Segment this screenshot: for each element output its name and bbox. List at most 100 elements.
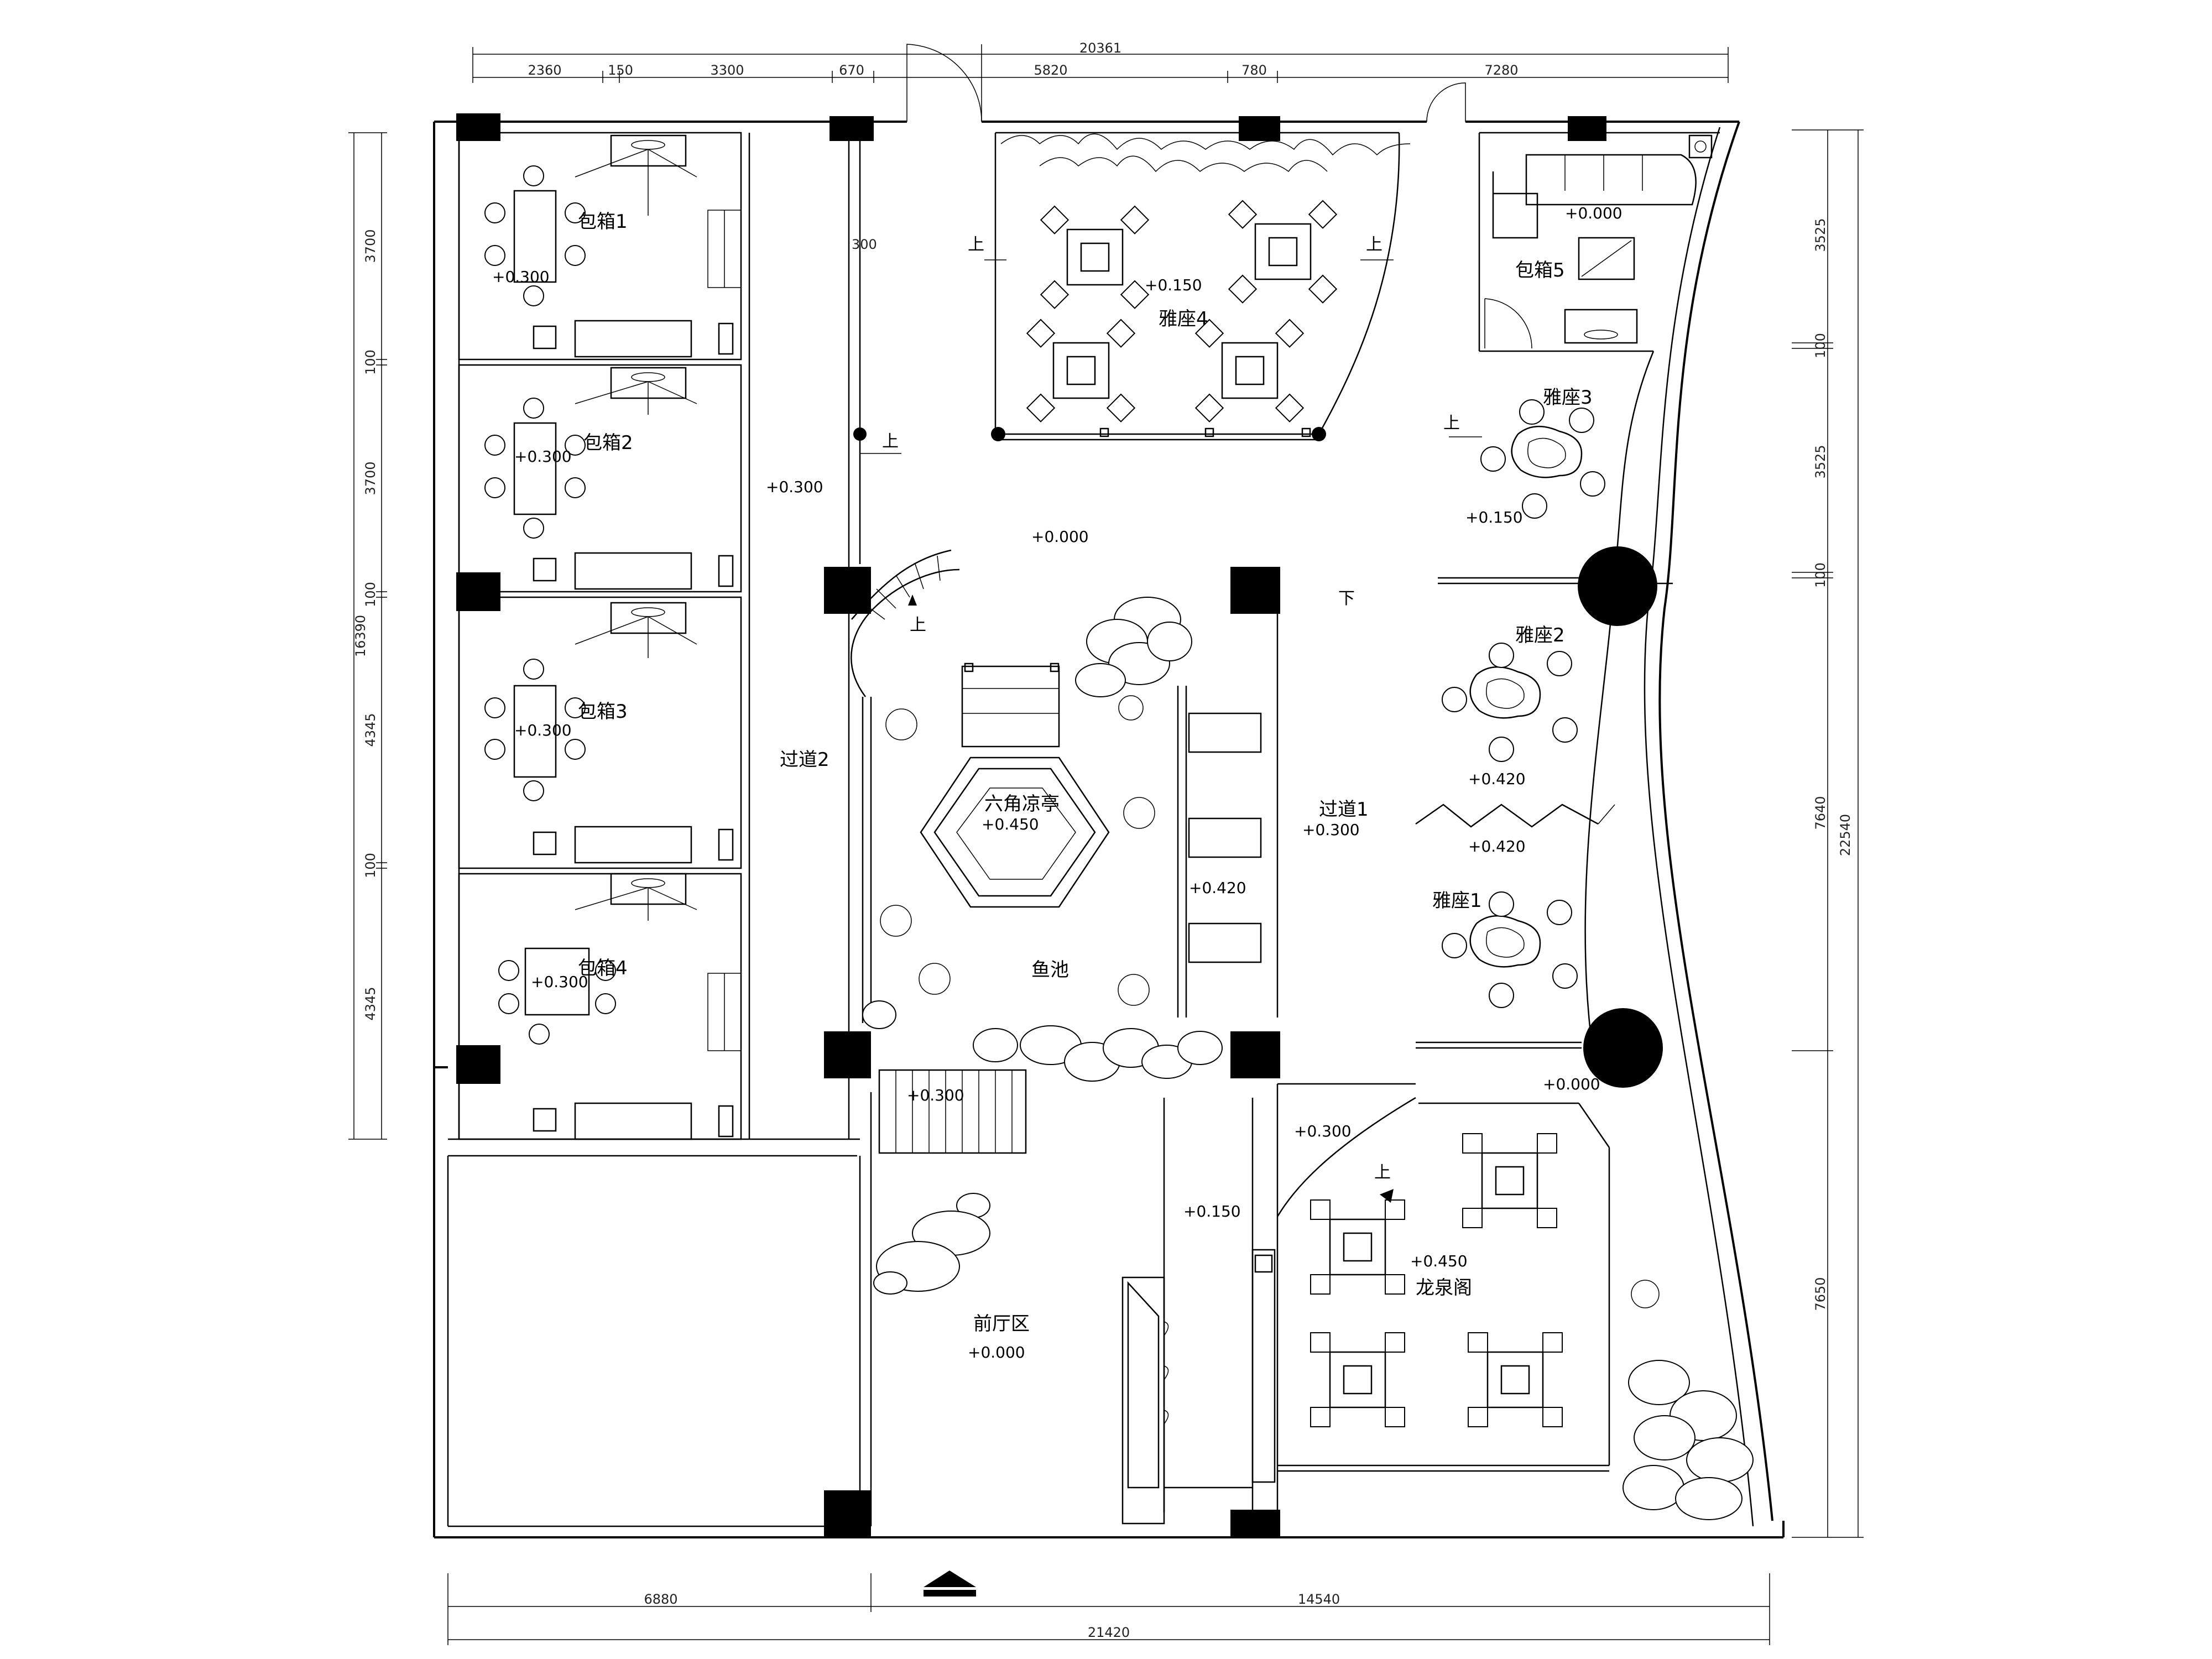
- level-seat2-b: +0.420: [1468, 837, 1526, 855]
- label-seat3: 雅座3: [1543, 387, 1593, 409]
- dim-small-300: 300: [852, 237, 877, 252]
- seat4-table-4: [1194, 319, 1305, 422]
- room-labels: 包箱1 包箱2 包箱3 包箱4 包箱5 雅座4 雅座3 雅座2 雅座1 六角凉亭…: [578, 211, 1593, 1335]
- dim-top-1: 2360: [528, 62, 561, 78]
- level-corridor2: +0.300: [766, 478, 823, 496]
- label-longquan: 龙泉阁: [1416, 1277, 1472, 1299]
- level-box3: +0.300: [514, 721, 572, 739]
- pond-area: [851, 549, 1279, 1082]
- dim-top-5: 5820: [1034, 62, 1067, 78]
- level-box2: +0.300: [514, 447, 572, 466]
- label-box5: 包箱5: [1515, 259, 1565, 281]
- longquan-table-3: [1310, 1332, 1405, 1427]
- dim-right-3: 3525: [1813, 445, 1828, 478]
- dim-left-5: 4345: [363, 713, 378, 747]
- seat1-table: [1442, 891, 1578, 1008]
- dim-right-2: 100: [1813, 333, 1828, 358]
- dim-right-6: 7650: [1813, 1277, 1828, 1311]
- box-doors: [707, 210, 742, 1051]
- dim-right-5: 7640: [1813, 796, 1828, 830]
- up-marker-seat4-left: 上: [968, 235, 984, 254]
- level-bar: +0.150: [1183, 1202, 1241, 1220]
- level-seat4: +0.150: [1145, 276, 1202, 294]
- longquan-table-2: [1462, 1133, 1557, 1228]
- longquan-table-1: [1310, 1199, 1405, 1295]
- up-marker-corridor2: 上: [882, 432, 899, 451]
- lobby-area: [859, 1092, 1276, 1597]
- dim-bottom-1: 6880: [644, 1592, 677, 1607]
- top-doors: [906, 44, 1466, 122]
- dim-top-7: 7280: [1484, 62, 1518, 78]
- dim-top-6: 780: [1241, 62, 1267, 78]
- level-stair: +0.300: [907, 1086, 964, 1104]
- longquan-area: [1276, 1083, 1754, 1526]
- box4-furniture: [498, 873, 734, 1140]
- dim-top-total: 20361: [1079, 40, 1121, 56]
- up-marker-stair: 上: [910, 615, 926, 635]
- dimension-lines: [348, 47, 1864, 1645]
- level-box4: +0.300: [531, 973, 588, 991]
- seat4-table-2: [1228, 200, 1338, 304]
- up-marker-seat4-right: 上: [1366, 235, 1383, 254]
- dim-top-3: 3300: [710, 62, 744, 78]
- seat2-table: [1442, 643, 1578, 762]
- seat4-table-1: [1040, 205, 1150, 309]
- seat3-table: [1480, 399, 1605, 519]
- level-box1: +0.300: [492, 268, 550, 286]
- dim-left-4: 100: [363, 582, 378, 607]
- dim-left-6: 100: [363, 853, 378, 878]
- dim-left-total: 16390: [353, 615, 368, 657]
- level-seat3: +0.150: [1465, 508, 1523, 526]
- level-pond-side: +0.420: [1189, 879, 1246, 897]
- box2-furniture: [484, 367, 734, 590]
- box1-furniture: [484, 134, 734, 358]
- level-seat2-a: +0.420: [1468, 770, 1526, 788]
- level-center: +0.000: [1031, 528, 1089, 546]
- level-labels: +0.300 +0.300 +0.300 +0.300 +0.000 +0.15…: [492, 204, 1623, 1361]
- level-box5: +0.000: [1565, 204, 1623, 222]
- label-pavilion: 六角凉亭: [984, 793, 1060, 815]
- label-box3: 包箱3: [578, 701, 628, 723]
- label-lobby: 前厅区: [973, 1313, 1030, 1335]
- dim-top-2: 150: [608, 62, 633, 78]
- dim-left-2: 100: [363, 349, 378, 375]
- level-pavilion: +0.450: [982, 815, 1039, 833]
- level-longquan: +0.450: [1410, 1252, 1468, 1270]
- label-corridor1: 过道1: [1319, 799, 1369, 821]
- label-seat1: 雅座1: [1432, 890, 1482, 912]
- direction-markers: 上 上 上 上 上 下 上: [853, 235, 1482, 1203]
- dim-bottom-total: 21420: [1088, 1625, 1130, 1640]
- label-corridor2: 过道2: [780, 749, 830, 771]
- down-marker-corridor1: 下: [1338, 589, 1355, 608]
- dim-left-7: 4345: [363, 987, 378, 1020]
- right-seating: [1415, 351, 1673, 1088]
- seat4-area: [991, 132, 1411, 441]
- level-longquan-entry: +0.300: [1294, 1122, 1352, 1140]
- up-marker-longquan: 上: [1374, 1163, 1391, 1182]
- level-corridor1: +0.300: [1302, 821, 1360, 839]
- level-right-entry: +0.000: [1543, 1075, 1600, 1093]
- up-marker-seat3: 上: [1443, 414, 1460, 433]
- stair-lower: [878, 1069, 1027, 1154]
- label-box1: 包箱1: [578, 211, 628, 233]
- box5-area: [1478, 132, 1720, 352]
- label-seat4: 雅座4: [1159, 308, 1208, 330]
- dim-right-total: 22540: [1838, 814, 1853, 856]
- dim-bottom-2: 14540: [1298, 1592, 1340, 1607]
- structural-columns: [456, 113, 1606, 1537]
- seat4-table-3: [1026, 319, 1136, 422]
- level-lobby: +0.000: [968, 1343, 1025, 1361]
- box3-furniture: [484, 602, 734, 864]
- label-seat2: 雅座2: [1515, 624, 1565, 646]
- dim-top-4: 670: [839, 62, 864, 78]
- dim-right-4: 100: [1813, 562, 1828, 588]
- label-box2: 包箱2: [583, 432, 633, 454]
- dimension-labels: 20361 2360 150 3300 670 5820 780 7280 16…: [353, 40, 1853, 1640]
- dim-left-1: 3700: [363, 229, 378, 263]
- label-box4: 包箱4: [578, 957, 628, 979]
- dim-left-3: 3700: [363, 461, 378, 495]
- longquan-table-4: [1468, 1332, 1563, 1427]
- dim-right-1: 3525: [1813, 218, 1828, 252]
- label-pond: 鱼池: [1031, 959, 1069, 981]
